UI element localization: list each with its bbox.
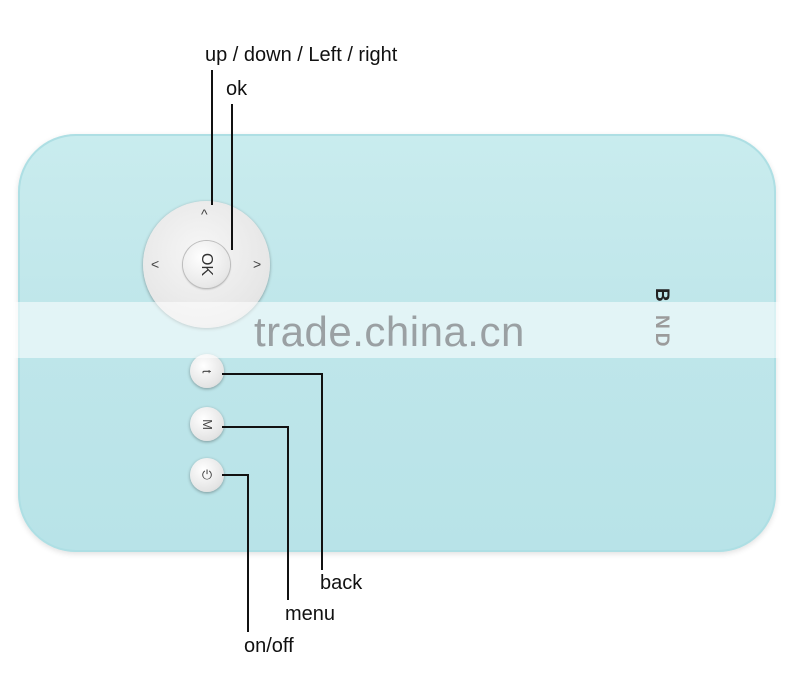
power-icon: ⏻ [201,467,213,482]
watermark-text: trade.china.cn [254,308,525,355]
directions-label: up / down / Left / right [205,44,398,66]
back-icon: t [199,369,215,373]
watermark-band [0,302,800,358]
up-arrow-icon[interactable]: ^ [201,206,208,222]
back-label: back [320,572,363,594]
onoff-label: on/off [244,635,294,657]
ok-button-label: OK [198,252,216,277]
ok-button[interactable]: OK [183,241,230,288]
ok-label: ok [226,78,248,100]
right-arrow-icon[interactable]: > [253,256,262,272]
power-button[interactable]: ⏻ [190,458,224,492]
menu-label: menu [285,603,336,625]
left-arrow-icon[interactable]: < [151,256,160,272]
menu-button[interactable]: M [190,407,224,441]
menu-icon: M [199,418,215,430]
back-button[interactable]: t [190,354,224,388]
